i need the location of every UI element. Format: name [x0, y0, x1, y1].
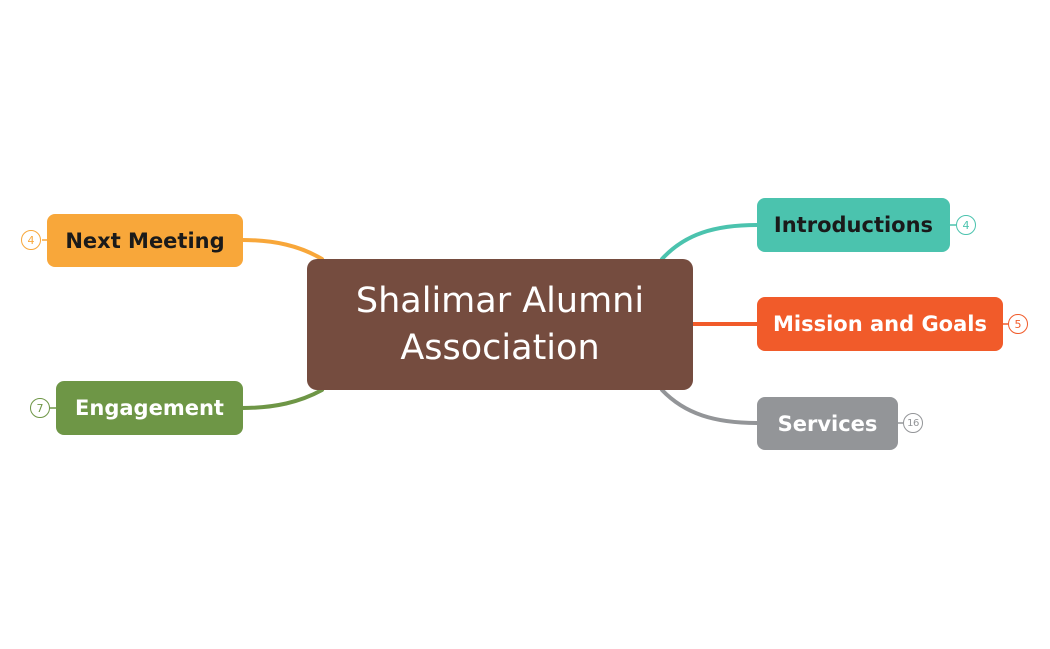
central-topic[interactable]: Shalimar Alumni Association [307, 259, 693, 390]
topic-mission-and-goals[interactable]: Mission and Goals [757, 297, 1003, 351]
topic-label: Next Meeting [65, 228, 225, 253]
topic-label: Engagement [75, 396, 224, 420]
topic-label: Mission and Goals [773, 312, 987, 336]
central-topic-label: Shalimar Alumni Association [355, 280, 645, 368]
topic-label: Services [777, 411, 878, 436]
collapsed-count-badge[interactable]: 4 [21, 230, 41, 250]
connector-introductions [660, 223, 759, 261]
topic-label: Introductions [773, 213, 934, 237]
collapsed-count-badge[interactable]: 16 [903, 413, 923, 433]
collapsed-count-badge[interactable]: 5 [1008, 314, 1028, 334]
badge-count: 16 [907, 417, 919, 429]
topic-next-meeting[interactable]: Next Meeting [47, 214, 243, 267]
topic-introductions[interactable]: Introductions [757, 198, 950, 252]
connector-services [660, 388, 759, 425]
badge-count: 4 [27, 233, 35, 247]
connector-engagement [240, 388, 324, 410]
topic-engagement[interactable]: Engagement [56, 381, 243, 435]
badge-count: 5 [1014, 317, 1022, 331]
collapsed-count-badge[interactable]: 4 [956, 215, 976, 235]
connector-next-meeting [240, 238, 324, 261]
badge-count: 4 [962, 218, 970, 232]
collapsed-count-badge[interactable]: 7 [30, 398, 50, 418]
topic-services[interactable]: Services [757, 397, 898, 450]
badge-count: 7 [36, 401, 44, 415]
